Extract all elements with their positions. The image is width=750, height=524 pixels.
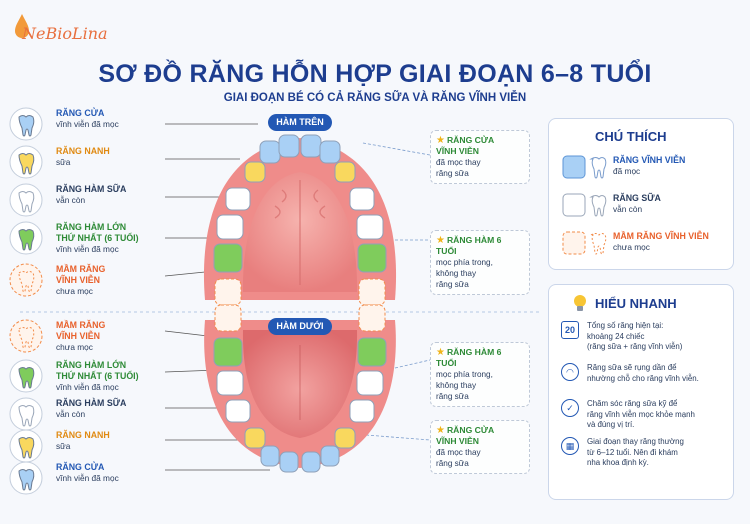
lower-six-year-molar-note: ★RĂNG HÀM 6 TUỔI mọc phía trong, không t… bbox=[430, 342, 530, 407]
canine-tooth bbox=[244, 427, 266, 449]
incisor-tooth bbox=[319, 140, 341, 164]
canine-tooth bbox=[244, 161, 266, 183]
upper-six-year-molar-note: ★RĂNG HÀM 6 TUỔI mọc phía trong, không t… bbox=[430, 230, 530, 295]
first-molar-tooth-icon bbox=[9, 221, 43, 255]
lightbulb-icon bbox=[574, 295, 586, 311]
upper-teeth bbox=[213, 134, 387, 306]
quick-tips-panel: HIỂU NHANH 20 Tổng số răng hiện tại:khoản… bbox=[548, 284, 734, 500]
tooth-bud bbox=[358, 278, 386, 306]
milk-molar-tooth-icon bbox=[9, 183, 43, 217]
lower-teeth bbox=[213, 304, 387, 473]
upper-incisor-note: ★RĂNG CỬA VĨNH VIỄN đã mọc thay răng sữa bbox=[430, 130, 530, 184]
tooth-bud-icon bbox=[9, 263, 43, 297]
incisor-tooth bbox=[260, 445, 280, 467]
quick-tips-title: HIỂU NHANH bbox=[595, 296, 677, 311]
number-badge-icon: 20 bbox=[561, 321, 579, 339]
tooth-bud bbox=[358, 304, 386, 332]
nebiolina-logo bbox=[15, 14, 29, 38]
milk-molar-tooth-icon bbox=[9, 397, 43, 431]
legend-title: CHÚ THÍCH bbox=[595, 129, 667, 144]
canine-tooth-icon bbox=[9, 145, 43, 179]
canine-tooth-icon bbox=[9, 429, 43, 463]
first-molar-tooth bbox=[357, 243, 387, 273]
first-molar-tooth-icon bbox=[9, 359, 43, 393]
star-icon: ★ bbox=[436, 235, 445, 246]
star-icon: ★ bbox=[436, 347, 445, 358]
palate-ridges bbox=[274, 180, 326, 285]
incisor-tooth bbox=[300, 134, 322, 158]
incisor-tooth bbox=[279, 451, 299, 473]
milk-molar-tooth bbox=[216, 214, 244, 240]
milk-molar-tooth bbox=[349, 399, 375, 423]
calendar-icon: ▦ bbox=[561, 437, 579, 455]
milk-molar-tooth bbox=[349, 187, 375, 211]
incisor-tooth bbox=[259, 140, 281, 164]
lower-incisor-note: ★RĂNG CỬA VĨNH VIỄN đã mọc thay răng sữa bbox=[430, 420, 530, 474]
upper-jaw-label: HÀM TRÊN bbox=[268, 114, 332, 131]
shield-check-icon: ✓ bbox=[561, 399, 579, 417]
incisor-tooth bbox=[320, 445, 340, 467]
lower-jaw-label: HÀM DƯỚI bbox=[268, 318, 332, 335]
canine-tooth bbox=[334, 161, 356, 183]
milk-molar-tooth bbox=[356, 370, 384, 396]
legend-swatch-milk bbox=[562, 193, 607, 217]
legend-swatch-bud bbox=[562, 231, 607, 255]
legend-swatch-permanent bbox=[562, 155, 607, 179]
star-icon: ★ bbox=[436, 135, 445, 146]
incisor-tooth-icon bbox=[9, 461, 43, 495]
incisor-tooth bbox=[278, 134, 300, 158]
first-molar-tooth bbox=[213, 243, 243, 273]
incisor-tooth-icon bbox=[9, 107, 43, 141]
page-title: SƠ ĐỒ RĂNG HỖN HỢP GIAI ĐOẠN 6–8 TUỔI bbox=[98, 60, 652, 88]
canine-tooth bbox=[334, 427, 356, 449]
milk-molar-tooth bbox=[216, 370, 244, 396]
milk-molar-tooth bbox=[356, 214, 384, 240]
first-molar-tooth bbox=[213, 337, 243, 367]
tooth-icon: ◠ bbox=[561, 363, 579, 381]
tooth-bud bbox=[214, 304, 242, 332]
quick-tip-text: Tổng số răng hiện tại:khoảng 24 chiếc(ră… bbox=[587, 321, 683, 351]
star-icon: ★ bbox=[436, 425, 445, 436]
first-molar-tooth bbox=[357, 337, 387, 367]
milk-molar-tooth bbox=[225, 187, 251, 211]
right-connector-lines bbox=[362, 142, 431, 441]
tooth-bud bbox=[214, 278, 242, 306]
milk-molar-tooth bbox=[225, 399, 251, 423]
tooth-bud-icon bbox=[9, 319, 43, 353]
page-subtitle: GIAI ĐOẠN BÉ CÓ CẢ RĂNG SỮA VÀ RĂNG VĨNH… bbox=[223, 92, 527, 104]
incisor-tooth bbox=[301, 451, 321, 473]
logo-text: NeBioLina bbox=[22, 24, 108, 43]
